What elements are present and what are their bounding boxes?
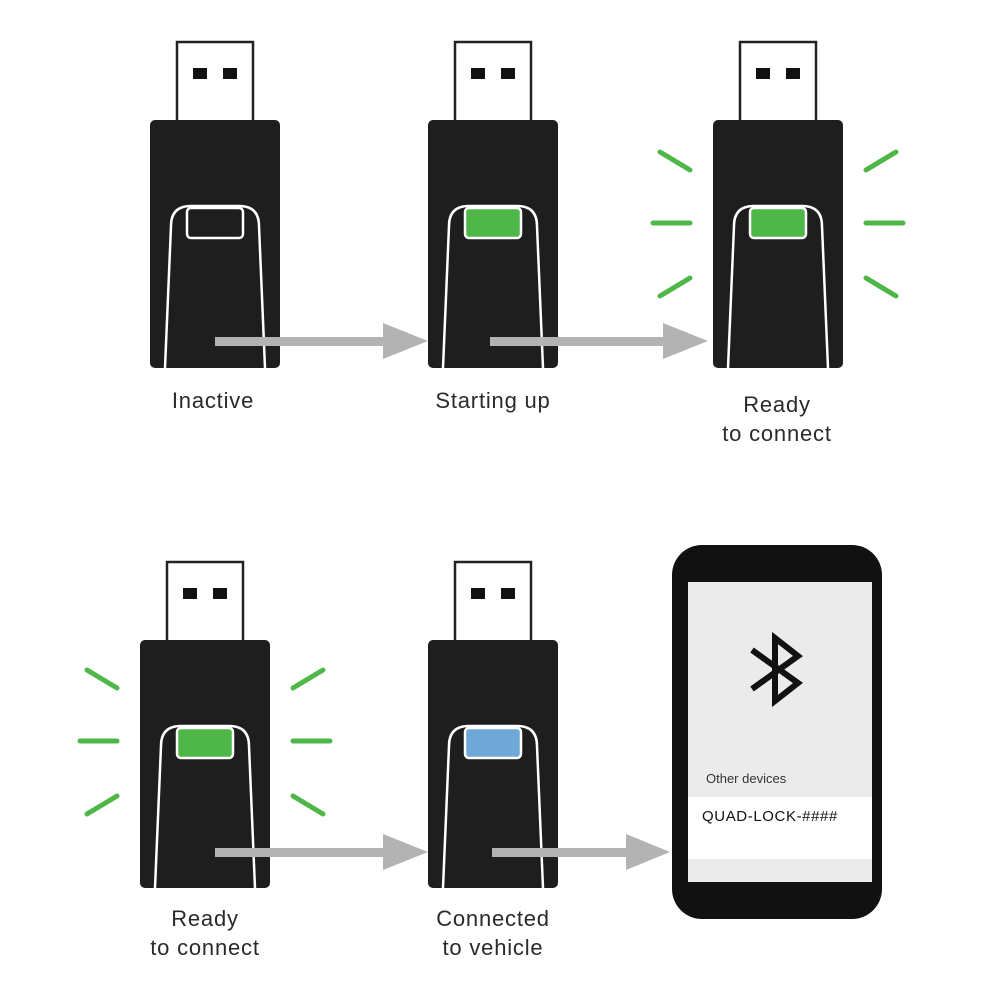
caption-line-1: Ready [171,906,239,931]
status-led [463,206,523,240]
caption-starting-up: Starting up [383,386,603,415]
bluetooth-icon [750,631,804,708]
caption-line-2: to connect [150,935,260,960]
caption-line-1: Ready [743,392,811,417]
device-list-row[interactable] [688,797,872,859]
caption-line-2: to vehicle [442,935,544,960]
other-devices-label: Other devices [706,771,787,786]
usb-device-inactive [148,40,282,370]
status-led [175,726,235,760]
status-led [185,206,245,240]
caption-line-1: Inactive [171,388,255,413]
caption-line-1: Connected [436,906,550,931]
caption-ready-to-connect: Ready to connect [667,390,887,448]
caption-connected: Connected to vehicle [383,904,603,962]
status-led [748,206,808,240]
caption-line-2: to connect [722,421,832,446]
usb-device-ready-2 [80,560,330,890]
usb-device-connected [426,560,560,890]
usb-device-starting-up [426,40,560,370]
usb-device-ready [653,40,903,370]
arrow-inactive-to-starting [215,323,428,359]
arrow-ready-to-connected [215,834,428,870]
caption-ready-to-connect-2: Ready to connect [95,904,315,962]
caption-inactive: Inactive [103,386,323,415]
caption-line-1: Starting up [435,388,551,413]
phone [672,545,882,919]
status-led [463,726,523,760]
device-name[interactable]: QUAD-LOCK-#### [702,808,838,825]
arrow-starting-to-ready [490,323,708,359]
arrow-connected-to-phone [492,834,670,870]
